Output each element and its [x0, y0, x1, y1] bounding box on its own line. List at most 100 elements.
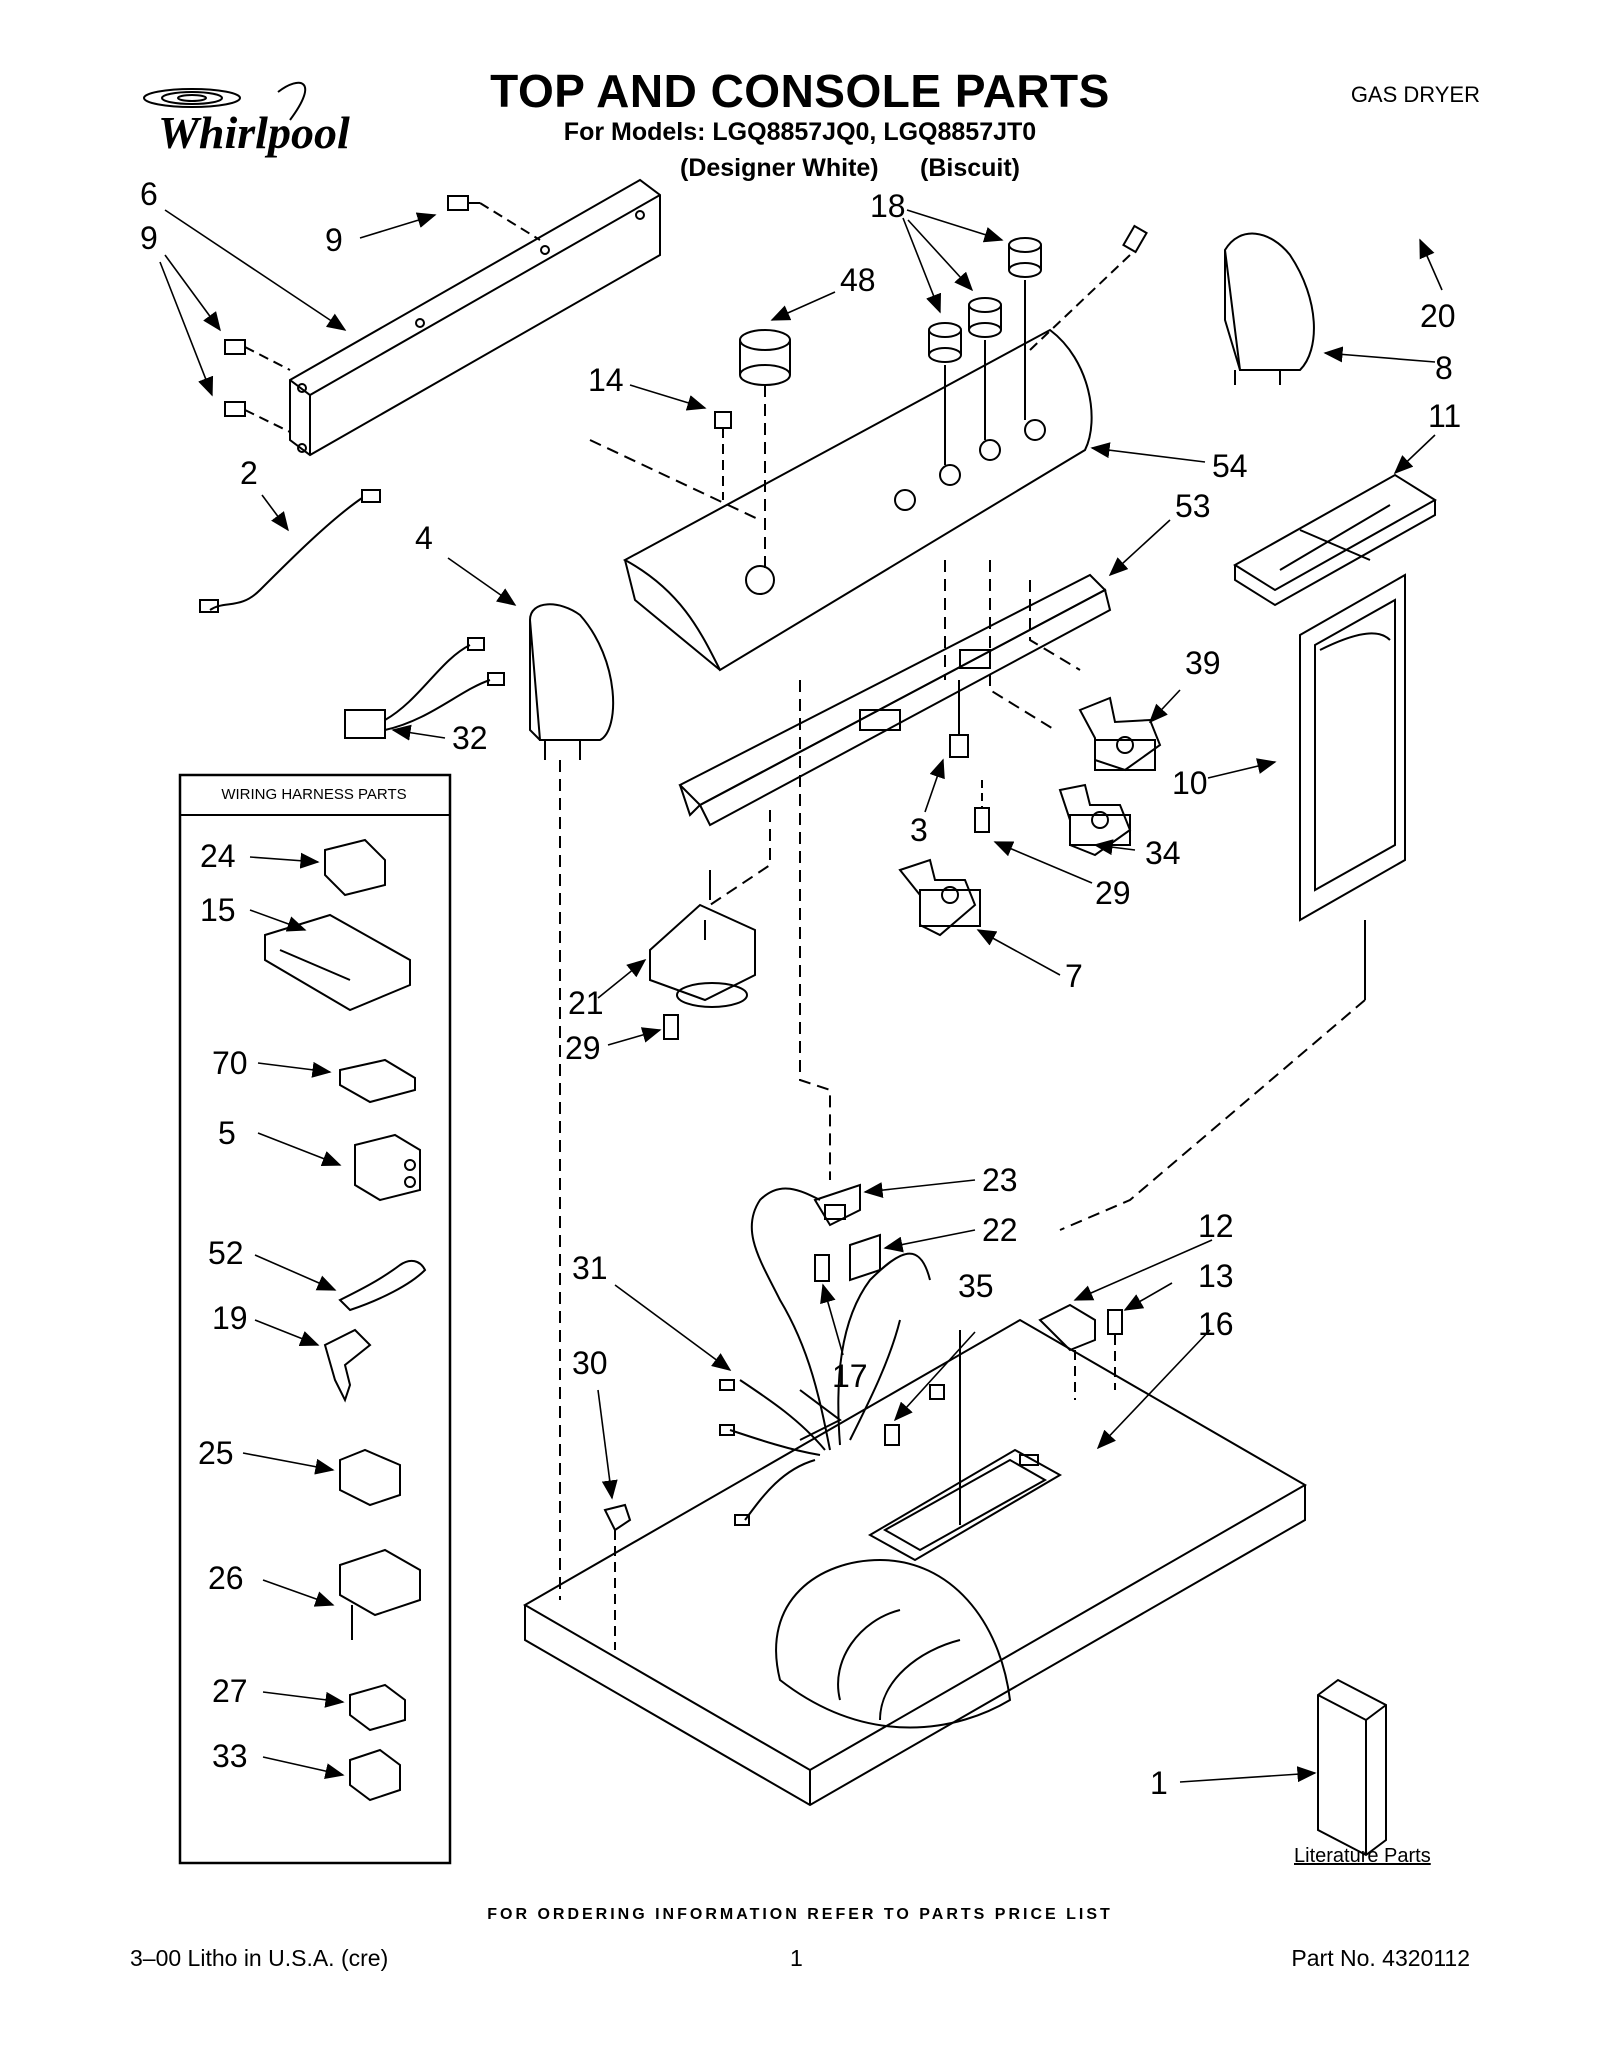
part-harness-bundle: [719, 1187, 1012, 1729]
part-literature: [1317, 1678, 1387, 1857]
litho-info: 3–00 Litho in U.S.A. (cre): [130, 1945, 389, 1971]
harness-part-52: [338, 1259, 427, 1312]
part-screw-20: [1029, 224, 1148, 351]
part-end-cap-left: [528, 603, 615, 1600]
part-screw-35: [884, 1330, 961, 1525]
part-clip-30: [603, 1503, 632, 1650]
part-screw-9-top: [447, 195, 541, 241]
part-bracket-23: [813, 1183, 861, 1227]
part-cabinet-top: [523, 1318, 1307, 1807]
callout-23: 23: [982, 1162, 1018, 1198]
callout-13: 13: [1198, 1258, 1234, 1294]
part-clip-3: [949, 680, 969, 758]
part-knob-18-a: [1008, 237, 1042, 420]
callout-1: 1: [1150, 1765, 1168, 1801]
callout-leaders: [159, 209, 1443, 1783]
harness-callout-33: 33: [212, 1738, 248, 1774]
harness-part-24: [324, 838, 386, 897]
callout-20: 20: [1420, 298, 1456, 334]
part-end-cap-right: [1223, 232, 1315, 385]
callout-11: 11: [1428, 398, 1462, 434]
harness-callout-52: 52: [208, 1235, 244, 1271]
callout-9-left: 9: [140, 220, 158, 256]
part-console-bracket: [289, 178, 661, 457]
callout-4: 4: [415, 520, 433, 556]
callout-8: 8: [1435, 350, 1453, 386]
part-bracket-12: [1038, 1303, 1096, 1400]
callout-3: 3: [910, 812, 928, 848]
page-title: TOP AND CONSOLE PARTS: [490, 65, 1110, 117]
part-screw-17: [814, 1254, 830, 1282]
part-screw-13: [1107, 1309, 1123, 1390]
harness-callout-27: 27: [212, 1673, 248, 1709]
harness-callout-5: 5: [218, 1115, 236, 1151]
harness-part-33: [349, 1748, 401, 1802]
part-knob-18-c: [928, 322, 962, 465]
harness-callout-24: 24: [200, 838, 236, 874]
callout-12: 12: [1198, 1208, 1234, 1244]
harness-callout-25: 25: [198, 1435, 234, 1471]
harness-part-25: [339, 1448, 401, 1507]
callout-48: 48: [840, 262, 876, 298]
callout-54: 54: [1212, 448, 1248, 484]
callout-32: 32: [452, 720, 488, 756]
part-timer-21: [649, 870, 756, 1008]
callout-53: 53: [1175, 488, 1211, 524]
part-clip-22: [849, 1233, 881, 1282]
harness-part-27: [349, 1683, 406, 1732]
callout-21: 21: [568, 985, 604, 1021]
part-console-support: [678, 573, 1112, 827]
part-knob-48: [739, 329, 791, 570]
harness-callout-70: 70: [212, 1045, 248, 1081]
wiring-harness-box: [178, 773, 452, 1865]
callout-35: 35: [958, 1268, 994, 1304]
callout-10: 10: [1172, 765, 1208, 801]
part-knob-18-b: [968, 297, 1002, 440]
callout-30: 30: [572, 1345, 608, 1381]
part-screw-29-a: [974, 780, 990, 833]
harness-part-19: [323, 1328, 372, 1403]
callout-29-right: 29: [1095, 875, 1131, 911]
ordering-note: FOR ORDERING INFORMATION REFER TO PARTS …: [487, 1906, 1113, 1923]
callout-7: 7: [1065, 958, 1083, 994]
harness-part-5: [354, 1133, 421, 1202]
product-type: GAS DRYER: [1350, 82, 1480, 107]
part-screw-29-b: [663, 1014, 679, 1040]
harness-callout-15: 15: [200, 892, 236, 928]
callout-34: 34: [1145, 835, 1181, 871]
harness-part-15: [264, 913, 411, 1012]
callout-9-top: 9: [325, 222, 343, 258]
callout-18: 18: [870, 188, 906, 224]
harness-callout-19: 19: [212, 1300, 248, 1336]
model-color-2: (Biscuit): [920, 154, 1020, 182]
brand-logo-text: Whirlpool: [158, 107, 350, 158]
routing-lines: [589, 439, 1366, 1231]
part-switch-34: [1058, 783, 1132, 857]
part-lint-screen: [1299, 573, 1406, 1000]
callout-29-left: 29: [565, 1030, 601, 1066]
part-switch-39: [1078, 696, 1162, 772]
part-screw-9-left-a: [224, 339, 291, 371]
part-lint-cover: [1233, 473, 1437, 607]
harness-part-70: [339, 1058, 416, 1104]
models-line: For Models: LGQ8857JQ0, LGQ8857JT0: [563, 118, 1037, 146]
callout-22: 22: [982, 1212, 1018, 1248]
part-console-panel: [622, 328, 1093, 672]
callout-14: 14: [588, 362, 624, 398]
part-screw-9-left-b: [224, 401, 291, 433]
part-screw-14: [714, 411, 732, 500]
model-color-1: (Designer White): [680, 154, 879, 182]
harness-part-26: [339, 1548, 421, 1640]
callout-6: 6: [140, 176, 158, 212]
callout-2: 2: [240, 455, 258, 491]
harness-callout-26: 26: [208, 1560, 244, 1596]
whirlpool-logo-icon: [143, 81, 307, 121]
part-wire-lead: [199, 489, 381, 613]
callout-17: 17: [832, 1358, 868, 1394]
part-number: Part No. 4320112: [1291, 1945, 1470, 1971]
part-switch-7: [898, 858, 981, 937]
wiring-harness-title: WIRING HARNESS PARTS: [221, 786, 407, 803]
callout-16: 16: [1198, 1306, 1234, 1342]
